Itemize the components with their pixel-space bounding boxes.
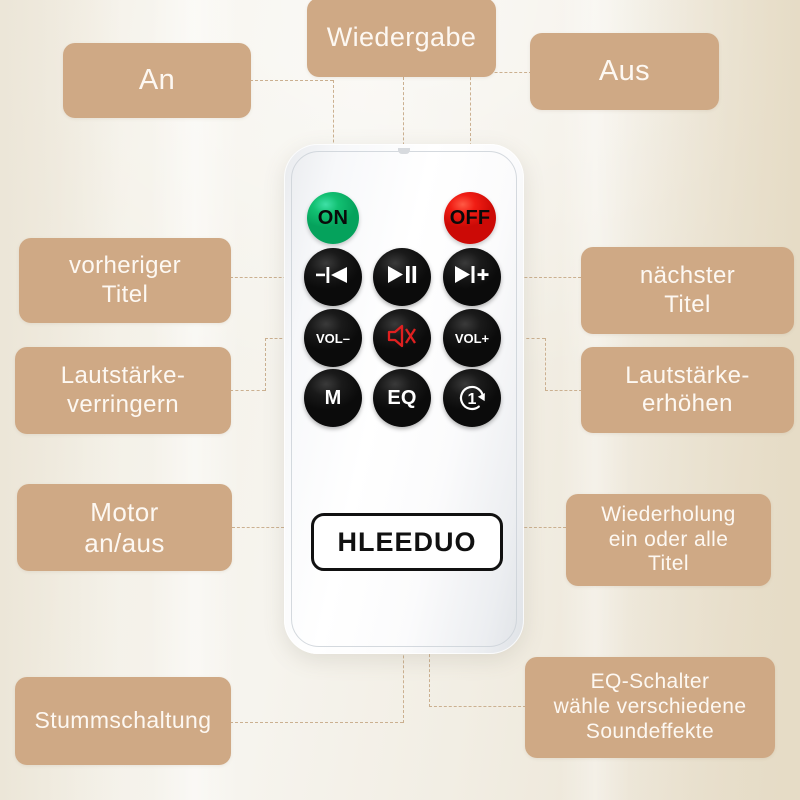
remote-control-body: ON OFF [281,141,527,657]
callout-volume-up-line2: erhöhen [642,390,733,417]
button-motor-label: M [324,386,342,409]
callout-previous-title-line1: vorheriger [68,252,182,280]
brand-logo: HLEEDUO [311,513,503,571]
button-volume-up[interactable]: VOL+ [443,309,501,367]
button-mute[interactable] [373,309,431,367]
callout-repeat-line1: Wiederholung [601,502,736,526]
button-eq[interactable]: EQ [373,369,431,427]
callout-repeat: Wiederholung ein oder alle Titel [566,494,771,586]
button-on[interactable]: ON [307,192,359,244]
repeat-one-number: 1 [468,391,477,408]
remote-ir-nub [398,148,410,154]
button-previous-track[interactable] [304,248,362,306]
connector-an [250,80,333,81]
callout-motor: Motor an/aus [17,484,232,571]
callout-repeat-line3: Titel [648,552,689,576]
mute-icon [387,323,417,354]
callout-mute: Stummschaltung [15,677,231,765]
callout-eq: EQ-Schalter wähle verschiedene Soundeffe… [525,657,775,758]
connector-volup-v [545,338,546,390]
callout-aus-text: Aus [598,55,651,88]
callout-previous-title: vorheriger Titel [19,238,231,323]
callout-eq-line2: wähle verschiedene [553,695,747,719]
button-volume-down-label: VOL– [316,330,350,346]
callout-mute-text: Stummschaltung [34,707,212,734]
callout-wiedergabe-text: Wiedergabe [326,21,477,52]
callout-motor-line1: Motor [90,496,159,527]
button-volume-up-label: VOL+ [454,330,490,346]
button-volume-down[interactable]: VOL– [304,309,362,367]
next-track-icon [454,265,490,289]
button-on-label: ON [317,206,349,229]
callout-wiedergabe: Wiedergabe [307,0,496,77]
callout-next-title-line2: Titel [664,290,711,318]
callout-volume-down: Lautstärke- verringern [15,347,231,434]
connector-mute-a [230,722,403,723]
callout-previous-title-line2: Titel [101,280,149,308]
connector-volup-b [545,390,582,391]
connector-voldown-v [265,338,266,391]
connector-eq-a [429,706,526,707]
callout-an-text: An [138,64,176,97]
callout-motor-line2: an/aus [84,527,165,558]
callout-repeat-line2: ein oder alle [608,527,729,551]
callout-eq-line3: Soundeffekte [585,719,715,743]
callout-volume-up-line1: Lautstärke- [625,361,750,389]
button-eq-label: EQ [387,386,417,409]
callout-volume-up: Lautstärke- erhöhen [581,347,794,433]
play-pause-icon [386,265,418,289]
callout-next-title-line1: nächster [639,262,736,290]
connector-voldown-a [230,390,265,391]
button-off-label: OFF [449,206,491,229]
remote-inner-rim [291,148,517,647]
callout-eq-line1: EQ-Schalter [590,670,710,694]
callout-volume-down-line1: Lautstärke- [60,362,186,390]
button-repeat-one[interactable]: 1 [443,369,501,427]
button-motor[interactable]: M [304,369,362,427]
brand-logo-text: HLEEDUO [337,526,477,557]
repeat-one-icon: 1 [455,381,489,415]
button-next-track[interactable] [443,248,501,306]
callout-volume-down-line2: verringern [66,390,180,418]
button-off[interactable]: OFF [444,192,496,244]
callout-next-title: nächster Titel [581,247,794,334]
button-play-pause[interactable] [373,248,431,306]
callout-an: An [63,43,251,118]
callout-aus: Aus [530,33,719,110]
previous-track-icon [316,266,350,289]
